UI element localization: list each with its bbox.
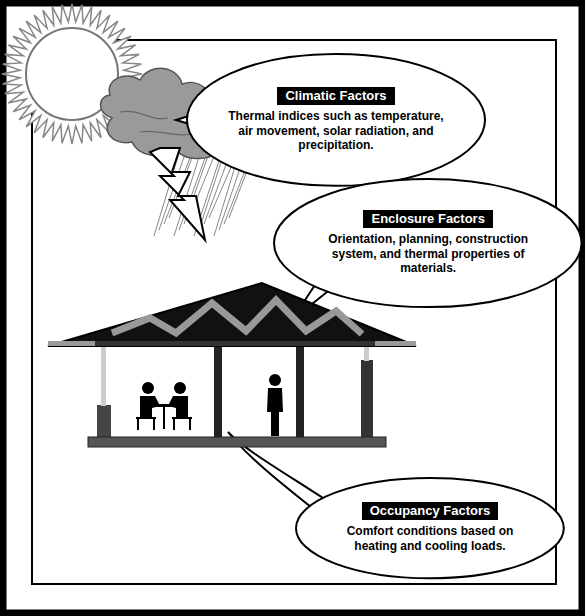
ceiling	[95, 341, 375, 346]
callout-bubble: Enclosure FactorsOrientation, planning, …	[273, 178, 583, 308]
outer-frame	[3, 3, 582, 613]
callout-text: Orientation, planning, construction syst…	[310, 232, 546, 276]
house	[48, 283, 416, 447]
lightning-bolt	[150, 148, 205, 240]
bubble-ellipse	[274, 179, 582, 307]
chair	[136, 418, 156, 430]
eave	[48, 341, 416, 346]
left-post	[101, 346, 106, 406]
center-column	[214, 346, 222, 438]
bubble-content: Climatic FactorsThermal indices such as …	[220, 87, 452, 153]
callout-bubble: Climatic FactorsThermal indices such as …	[186, 53, 486, 187]
callout-bubble: Occupancy FactorsComfort conditions base…	[295, 477, 565, 579]
callout-heading: Occupancy Factors	[362, 502, 499, 520]
callout-heading: Enclosure Factors	[363, 210, 492, 228]
table-leg	[163, 407, 165, 429]
standing-person	[267, 388, 283, 436]
chair	[172, 418, 192, 430]
bubble-content: Occupancy FactorsComfort conditions base…	[330, 502, 530, 553]
callout-text: Thermal indices such as temperature, air…	[220, 109, 452, 153]
person-head	[174, 382, 186, 394]
bubble-content: Enclosure FactorsOrientation, planning, …	[310, 210, 546, 276]
right-column	[296, 346, 304, 438]
right-wall	[361, 360, 373, 447]
bubble-ellipse	[187, 54, 485, 186]
person-body	[140, 396, 160, 418]
person-head	[269, 374, 281, 386]
floor-slab	[88, 437, 386, 447]
person-head	[142, 382, 154, 394]
bubble-ellipse	[296, 478, 564, 578]
callout-text: Comfort conditions based on heating and …	[330, 524, 530, 553]
callout-heading: Climatic Factors	[277, 87, 394, 105]
inner-frame	[32, 40, 556, 584]
roof-truss	[112, 300, 362, 334]
person-body	[168, 396, 188, 418]
right-post	[364, 346, 369, 361]
